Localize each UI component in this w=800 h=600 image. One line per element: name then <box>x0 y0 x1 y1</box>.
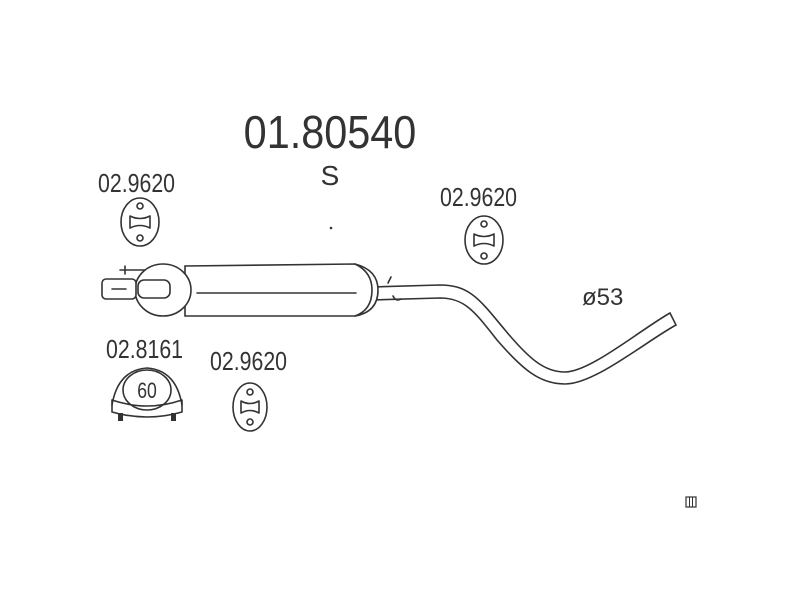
part-suffix: S <box>321 160 340 191</box>
hanger-label-1: 02.9620 <box>98 169 175 199</box>
rubber-hanger-1 <box>120 197 160 247</box>
hanger-label-2: 02.9620 <box>440 183 517 213</box>
clamp-label: 02.8161 <box>106 335 183 365</box>
pipe-clamp: 60 <box>111 367 183 421</box>
rubber-hanger-2 <box>464 215 504 265</box>
rubber-hanger-3 <box>232 382 268 432</box>
silencer-assembly <box>101 263 678 385</box>
part-number: 01.80540 <box>244 107 417 159</box>
symbol-mark <box>685 496 697 508</box>
dot-mark <box>329 226 333 230</box>
hanger-label-3: 02.9620 <box>210 347 287 377</box>
clamp-size: 60 <box>137 379 157 403</box>
diameter-label: ø53 <box>582 284 623 311</box>
